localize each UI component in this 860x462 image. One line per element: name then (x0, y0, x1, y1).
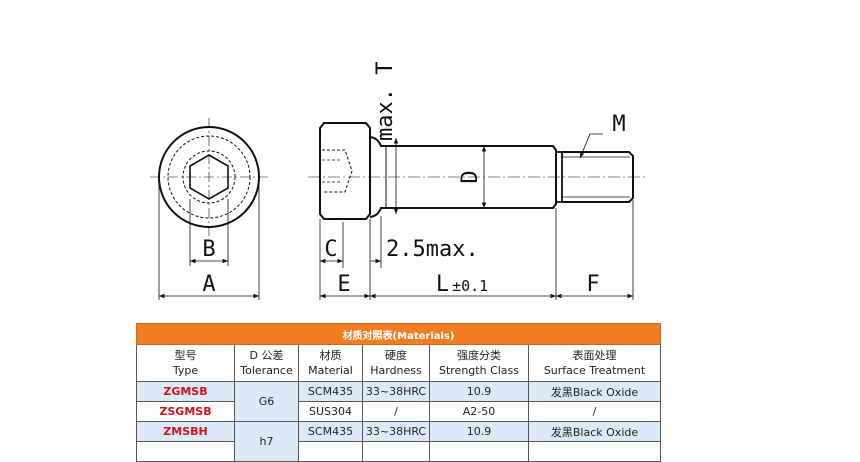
cell-tolerance: h7 (234, 421, 299, 462)
cell-type: ZMSBH (136, 421, 235, 442)
dim-label-e: E (337, 272, 350, 297)
dim-label-l-letter: L (436, 272, 449, 297)
cell-hardness: 33~38HRC (362, 381, 430, 402)
dim-label-max-t: max. T (373, 62, 398, 141)
cell-surface: / (527, 401, 662, 422)
table-row: ZSGMSB SUS304 / A2-50 / (136, 401, 662, 422)
dim-label-m: M (612, 112, 625, 137)
cell-surface: 发黑Black Oxide (527, 421, 662, 442)
side-view (308, 122, 646, 300)
cell-material: SCM435 (298, 381, 363, 402)
dim-label-c: C (324, 237, 337, 262)
dim-label-l: L±0.1 (436, 272, 488, 297)
cell-tolerance: G6 (234, 381, 299, 422)
dim-label-d: D (458, 170, 483, 183)
cell-material: SUS304 (298, 401, 363, 422)
cell-hardness: / (362, 401, 430, 422)
dim-label-f: F (586, 272, 599, 297)
end-view (150, 118, 268, 300)
table-row: ZMSBH h7 SCM435 33~38HRC 10.9 发黑Black Ox… (136, 421, 662, 462)
cell-hardness: 33~38HRC (362, 421, 430, 442)
dim-label-l-tolerance: ±0.1 (452, 277, 488, 295)
cell-type: ZGMSB (136, 381, 235, 402)
technical-drawing: B A m (150, 62, 646, 300)
table-row: ZGMSB G6 SCM435 33~38HRC 10.9 发黑Black Ox… (136, 381, 662, 422)
dim-label-b: B (202, 237, 215, 262)
cell-strength: 10.9 (429, 381, 529, 402)
table-caption: 材质对照表(Materials) (135, 323, 662, 345)
cell-strength: 10.9 (429, 421, 529, 442)
cell-type: ZSGMSB (136, 401, 235, 422)
dim-label-2-5max: 2.5max. (386, 237, 479, 262)
cell-strength: A2-50 (429, 401, 529, 422)
dim-label-a: A (202, 272, 215, 297)
cell-material: SCM435 (298, 421, 363, 442)
cell-surface: 发黑Black Oxide (527, 381, 662, 402)
